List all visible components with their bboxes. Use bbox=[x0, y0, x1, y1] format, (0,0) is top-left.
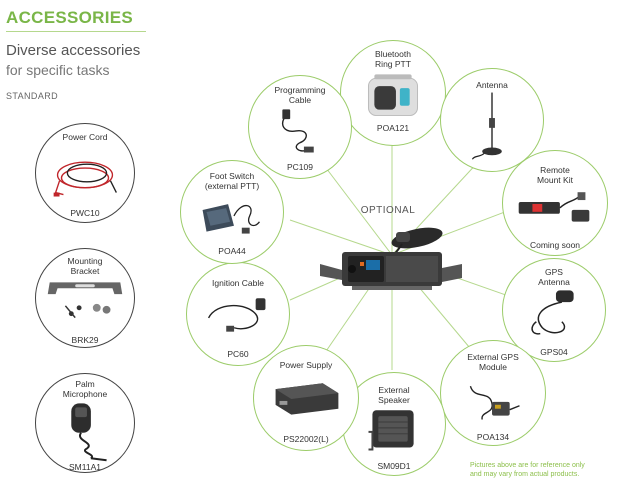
accessory-code: PC60 bbox=[227, 349, 249, 359]
accessory-code: BRK29 bbox=[71, 335, 99, 345]
external-gps-module-image bbox=[469, 385, 520, 420]
accessory-code: POA134 bbox=[476, 432, 510, 442]
accessory-ignition-cable: Ignition Cable PC60 bbox=[186, 262, 290, 366]
power-cord-image bbox=[53, 161, 117, 197]
accessory-code: GPS04 bbox=[540, 347, 568, 357]
accessory-name-line-2: Bracket bbox=[70, 266, 100, 276]
accessory-name: Antenna bbox=[476, 80, 508, 90]
ignition-cable-image bbox=[207, 298, 266, 332]
disclaimer-line-2: and may vary from actual products. bbox=[470, 470, 580, 478]
accessory-name-line-1: Bluetooth bbox=[375, 49, 411, 59]
accessory-remote-mount-kit: Remote Mount Kit Coming soon bbox=[502, 150, 608, 256]
power-supply-image bbox=[275, 383, 339, 415]
page-title: ACCESSORIES bbox=[6, 8, 134, 27]
accessory-name-line-2: Antenna bbox=[538, 277, 570, 287]
foot-switch-image bbox=[202, 204, 260, 234]
accessory-power-cord: Power Cord PWC10 bbox=[35, 123, 135, 223]
accessory-name-line-2: Mount Kit bbox=[537, 175, 573, 185]
accessory-name-line-1: Palm bbox=[75, 379, 95, 389]
accessory-name: Power Cord bbox=[62, 132, 108, 142]
accessory-name-line-2: Microphone bbox=[62, 389, 108, 399]
external-speaker-image bbox=[368, 410, 414, 451]
accessory-code: PS22002(L) bbox=[283, 434, 329, 444]
accessory-name-line-1: Mounting bbox=[67, 256, 103, 266]
remote-mount-kit-image bbox=[518, 192, 590, 222]
accessory-mounting-bracket: Mounting Bracket BRK29 bbox=[35, 248, 135, 348]
accessory-name-line-1: Programming bbox=[274, 85, 326, 95]
accessory-name-line-2: Speaker bbox=[378, 395, 410, 405]
accessory-name-line-1: Foot Switch bbox=[209, 171, 255, 181]
accessory-programming-cable: Programming Cable PC109 bbox=[248, 75, 352, 179]
accessory-external-speaker: External Speaker SM09D1 bbox=[342, 372, 446, 476]
accessory-name-line-2: (external PTT) bbox=[204, 181, 260, 191]
accessory-power-supply: Power Supply PS22002(L) bbox=[253, 345, 359, 451]
accessory-name: Power Supply bbox=[279, 360, 333, 370]
accessory-code: PWC10 bbox=[70, 208, 100, 218]
accessory-name-line-2: Module bbox=[479, 362, 507, 372]
accessory-name-line-1: External GPS bbox=[467, 352, 519, 362]
accessory-code: POA44 bbox=[218, 246, 246, 256]
standard-section-label: STANDARD bbox=[6, 91, 59, 101]
antenna-image bbox=[471, 92, 502, 160]
title-divider bbox=[6, 31, 146, 32]
accessory-code: Coming soon bbox=[529, 240, 581, 250]
disclaimer-line-1: Pictures above are for reference only bbox=[470, 462, 585, 469]
accessory-code: SM09D1 bbox=[377, 461, 411, 471]
accessory-name-line-1: Remote bbox=[540, 165, 570, 175]
accessory-name-line-2: Cable bbox=[288, 95, 312, 105]
accessory-code: PC109 bbox=[287, 162, 313, 172]
accessory-gps-antenna: GPS Antenna GPS04 bbox=[502, 258, 606, 362]
accessory-bluetooth-ring-ptt: Bluetooth Ring PTT POA121 bbox=[340, 40, 446, 146]
accessory-name: Ignition Cable bbox=[212, 278, 264, 288]
gps-antenna-image bbox=[531, 290, 574, 335]
accessory-code: POA121 bbox=[376, 123, 410, 133]
accessory-foot-switch: Foot Switch (external PTT) POA44 bbox=[180, 160, 284, 264]
accessory-name-line-1: External bbox=[378, 385, 410, 395]
palm-microphone-image bbox=[71, 403, 107, 462]
accessory-palm-microphone: Palm Microphone SM11A1 bbox=[35, 373, 135, 473]
accessory-antenna: Antenna bbox=[440, 68, 544, 172]
optional-label: OPTIONAL bbox=[360, 205, 416, 216]
mobile-radio-image bbox=[320, 227, 462, 290]
accessory-code: SM11A1 bbox=[69, 462, 101, 472]
disclaimer: Pictures above are for reference only an… bbox=[470, 462, 630, 479]
accessory-name-line-2: Ring PTT bbox=[375, 59, 411, 69]
programming-cable-image bbox=[282, 109, 314, 153]
subtitle-line-1: Diverse accessories bbox=[6, 42, 141, 59]
subtitle-line-2: for specific tasks bbox=[6, 62, 110, 78]
bluetooth-ring-ptt-image bbox=[367, 74, 419, 117]
accessory-external-gps-module: External GPS Module POA134 bbox=[440, 340, 546, 446]
accessory-name-line-1: GPS bbox=[545, 267, 563, 277]
mounting-bracket-image bbox=[47, 282, 123, 319]
